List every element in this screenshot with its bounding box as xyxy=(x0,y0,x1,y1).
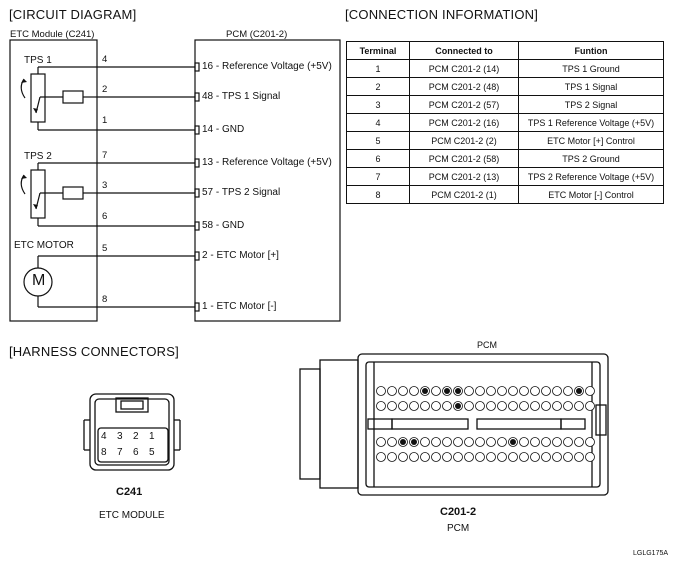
etc-motor-label: ETC MOTOR xyxy=(14,240,74,251)
pcm-signal-label: 58 - GND xyxy=(202,220,245,231)
module-pin-number: 1 xyxy=(102,115,108,126)
module-pin-number: 7 xyxy=(102,150,108,161)
module-pin-number: 2 xyxy=(102,84,108,95)
connection-info-heading: [CONNECTION INFORMATION] xyxy=(345,7,539,22)
table-cell: ETC Motor [-] Control xyxy=(518,185,664,204)
c241-caption: ETC MODULE xyxy=(99,510,165,521)
c241-pin: 2 xyxy=(133,431,139,442)
figure-code: LGLG175A xyxy=(633,550,669,557)
module-pin-number: 6 xyxy=(102,211,108,222)
pcm-signal-label: 2 - ETC Motor [+] xyxy=(202,250,279,261)
etc-module-box xyxy=(9,39,98,322)
pcm-signal-label: 14 - GND xyxy=(202,124,245,135)
pcm-box xyxy=(194,39,341,322)
module-pin-number: 3 xyxy=(102,180,108,191)
pcm-signal-label: 57 - TPS 2 Signal xyxy=(202,187,281,198)
pcm-signal-label: 16 - Reference Voltage (+5V) xyxy=(202,61,332,72)
c241-connector-name: C241 xyxy=(116,486,143,498)
c241-pin: 8 xyxy=(101,447,107,458)
module-pin-number: 8 xyxy=(102,294,108,305)
c241-pin: 5 xyxy=(149,447,155,458)
tps2-label: TPS 2 xyxy=(24,151,52,162)
c241-pin: 3 xyxy=(117,431,123,442)
pcm-signal-label: 48 - TPS 1 Signal xyxy=(202,91,281,102)
tps1-label: TPS 1 xyxy=(24,55,52,66)
c201-2-caption: PCM xyxy=(447,523,470,534)
motor-symbol: M xyxy=(32,272,46,289)
c241-pin: 6 xyxy=(133,447,139,458)
c241-pin: 7 xyxy=(117,447,123,458)
pcm-signal-label: 1 - ETC Motor [-] xyxy=(202,301,277,312)
c201-2-connector-name: C201-2 xyxy=(440,506,477,518)
circuit-diagram-heading: [CIRCUIT DIAGRAM] xyxy=(9,7,137,22)
pcm-label: PCM (C201-2) xyxy=(226,29,288,40)
c201-2-top-label: PCM xyxy=(477,340,497,350)
table-header-row: Terminal Connected to Funtion xyxy=(346,41,664,60)
harness-connectors-heading: [HARNESS CONNECTORS] xyxy=(9,344,179,359)
module-pin-number: 4 xyxy=(102,54,108,65)
c241-pin: 4 xyxy=(101,431,107,442)
pcm-signal-label: 13 - Reference Voltage (+5V) xyxy=(202,157,332,168)
c241-pin: 1 xyxy=(149,431,155,442)
etc-module-label: ETC Module (C241) xyxy=(10,29,95,40)
module-pin-number: 5 xyxy=(102,243,108,254)
